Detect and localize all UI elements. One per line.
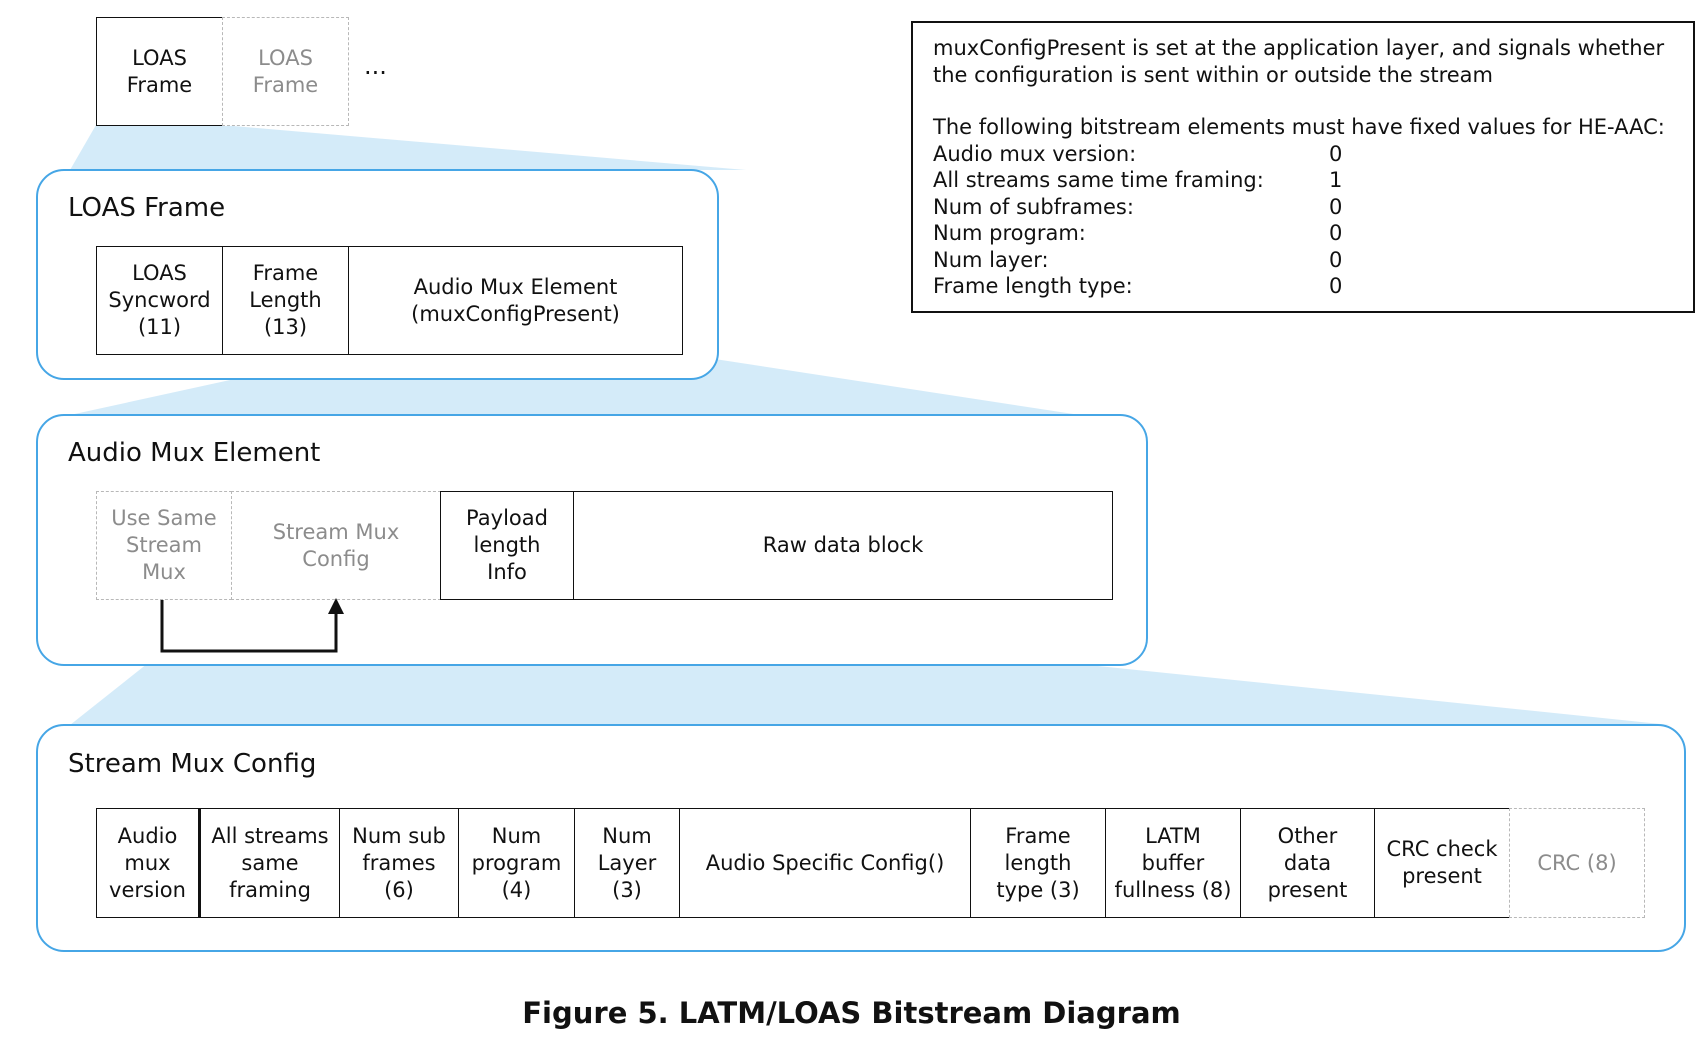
field-crc: CRC (8) <box>1509 808 1645 918</box>
field-audio-mux-element: Audio Mux Element (muxConfigPresent) <box>348 246 683 355</box>
note-row: Frame length type: 0 <box>933 273 1673 300</box>
field-loas-syncword: LOAS Syncword (11) <box>96 246 223 355</box>
note-row-value: 0 <box>1329 247 1343 272</box>
field-all-streams-same-framing: All streams same framing <box>198 808 340 918</box>
note-row-value: 1 <box>1329 168 1343 192</box>
figure-caption: Figure 5. LATM/LOAS Bitstream Diagram <box>522 996 1181 1030</box>
field-other-data-present: Other data present <box>1240 808 1375 918</box>
note-row-value: 0 <box>1329 141 1343 166</box>
field-num-program: Num program (4) <box>458 808 575 918</box>
audio-mux-element-title: Audio Mux Element <box>68 438 321 468</box>
top-frames-ellipsis: ... <box>364 52 387 80</box>
loas-frame-title: LOAS Frame <box>68 193 226 223</box>
note-line-2: the configuration is sent within or outs… <box>933 62 1493 87</box>
note-row: All streams same time framing: 1 <box>933 167 1673 194</box>
field-frame-length-type: Frame length type (3) <box>970 808 1106 918</box>
hea-aac-notes-box: muxConfigPresent is set at the applicati… <box>911 21 1695 313</box>
note-row-label: Num program: <box>933 221 1086 245</box>
note-row-label: Num layer: <box>933 247 1049 272</box>
note-line-1: muxConfigPresent is set at the applicati… <box>933 36 1665 60</box>
field-stream-mux-config: Stream Mux Config <box>231 491 441 600</box>
stream-mux-config-title: Stream Mux Config <box>68 749 317 779</box>
field-audio-mux-version: Audio mux version <box>96 808 199 918</box>
field-crc-check-present: CRC check present <box>1374 808 1510 918</box>
field-audio-specific-config: Audio Specific Config() <box>679 808 971 918</box>
field-num-layer: Num Layer (3) <box>574 808 680 918</box>
note-row-value: 0 <box>1329 194 1343 219</box>
field-latm-buffer-fullness: LATM buffer fullness (8) <box>1105 808 1241 918</box>
field-raw-data-block: Raw data block <box>573 491 1113 600</box>
top-loas-frame-next: LOAS Frame <box>222 17 349 126</box>
note-row: Num of subframes: 0 <box>933 194 1673 221</box>
note-line-3: The following bitstream elements must ha… <box>933 115 1665 139</box>
note-row: Num layer: 0 <box>933 247 1673 274</box>
field-num-sub-frames: Num sub frames (6) <box>339 808 459 918</box>
note-row-label: All streams same time framing: <box>933 168 1264 192</box>
note-row-value: 0 <box>1329 221 1343 245</box>
top-loas-frame: LOAS Frame <box>96 17 223 126</box>
field-payload-length-info: Payload length Info <box>440 491 574 600</box>
note-row-value: 0 <box>1329 274 1343 298</box>
note-row: Num program: 0 <box>933 220 1673 247</box>
note-row: Audio mux version: 0 <box>933 141 1673 168</box>
note-row-label: Num of subframes: <box>933 194 1134 219</box>
note-row-label: Frame length type: <box>933 274 1133 298</box>
connector-top-to-loas <box>70 125 746 170</box>
note-row-label: Audio mux version: <box>933 141 1137 166</box>
